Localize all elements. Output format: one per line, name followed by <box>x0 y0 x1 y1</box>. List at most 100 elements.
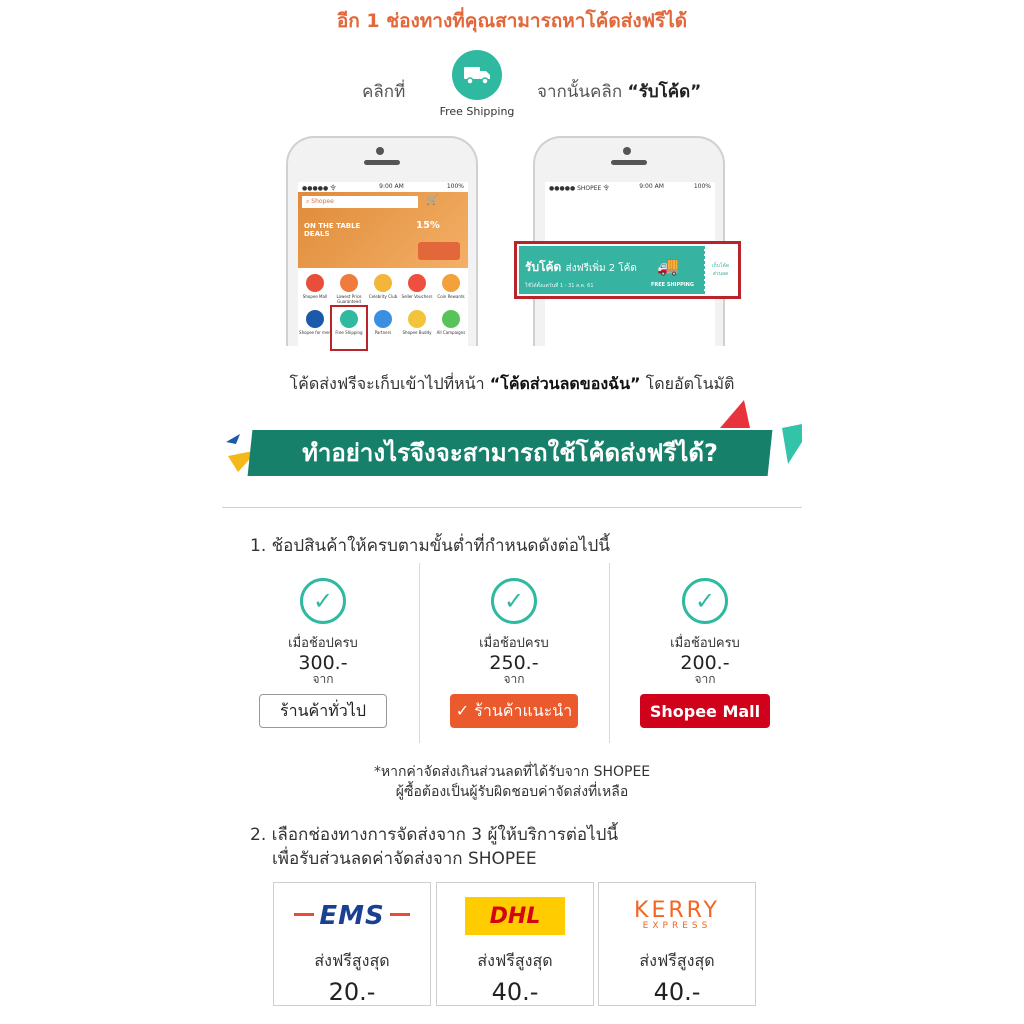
camera-icon <box>376 147 384 155</box>
tier-mall: ✓ เมื่อช้อปครบ 200.- จาก Shopee Mall <box>610 578 800 728</box>
how-to-title: ทำอย่างไรจึงจะสามารถใช้โค้ดส่งฟรีได้? <box>302 439 718 467</box>
home-banner[interactable]: ⌕ Shopee 🛒 ON THE TABLE DEALS 15% <box>298 192 468 268</box>
status-signal: ●●●●● SHOPEE 令 <box>549 185 610 192</box>
step2-title-line2: เพื่อรับส่วนลดค่าจัดส่งจาก SHOPEE <box>272 849 537 869</box>
feature-icon-2[interactable]: Celebrity Club <box>366 274 400 304</box>
claim-code-banner[interactable]: รับโค้ด ส่งฟรีเพิ่ม 2 โค้ด ใช้ได้ตั้งแต่… <box>514 241 741 299</box>
search-input[interactable]: ⌕ Shopee <box>302 196 418 208</box>
feature-label: Free Shipping <box>335 330 363 335</box>
feature-icon-8[interactable]: Shopee Buddy <box>400 310 434 335</box>
blue-triangle-icon <box>226 434 240 444</box>
ems-logo-text: EMS <box>319 901 385 931</box>
tier-amount: 200.- <box>680 652 730 674</box>
step2-title: 2. เลือกช่องทางการจัดส่งจาก 3 ผู้ให้บริก… <box>250 823 618 871</box>
click-right-prefix: จากนั้นคลิก <box>537 82 623 102</box>
feature-label: Celebrity Club <box>368 294 398 299</box>
feature-dot-icon <box>408 310 426 328</box>
status-time: 9:00 AM <box>639 183 664 190</box>
feature-icon-3[interactable]: Seller Vouchers <box>400 274 434 304</box>
carrier-value: 40.- <box>491 978 539 1006</box>
claim-code-card[interactable]: รับโค้ด ส่งฟรีเพิ่ม 2 โค้ด ใช้ได้ตั้งแต่… <box>519 246 736 294</box>
claim-code-title: รับโค้ด ส่งฟรีเพิ่ม 2 โค้ด <box>525 258 637 277</box>
ems-logo: EMS <box>274 893 430 939</box>
feature-icon-9[interactable]: All Campaigns <box>434 310 468 335</box>
click-left-text: คลิกที่ <box>362 82 406 102</box>
feature-dot-icon <box>442 310 460 328</box>
status-battery: 100% <box>693 183 711 190</box>
banner-percent: 15% <box>416 220 440 231</box>
ribbon-decorations <box>226 400 802 472</box>
feature-dot-icon <box>408 274 426 292</box>
column-divider <box>419 563 420 743</box>
check-circle-icon: ✓ <box>682 578 728 624</box>
feature-dot-icon <box>442 274 460 292</box>
feature-label: Shopee Buddy <box>402 330 432 335</box>
feature-icon-0[interactable]: Shopee Mall <box>298 274 332 304</box>
carrier-kerry: KERRY EXPRESS ส่งฟรีสูงสุด 40.- <box>598 882 756 1006</box>
collect-code-button[interactable]: เก็บโค้ด ส่วนลด <box>704 246 736 294</box>
tier-label: เมื่อช้อปครบ <box>479 636 549 651</box>
claim-title-sub: ส่งฟรีเพิ่ม 2 โค้ด <box>565 263 637 274</box>
note-line2: ผู้ซื้อต้องเป็นผู้รับผิดชอบค่าจัดส่งที่เ… <box>395 784 629 800</box>
banner-text: ON THE TABLE DEALS <box>304 222 361 238</box>
free-shipping-truck-icon <box>452 50 502 100</box>
check-circle-icon: ✓ <box>491 578 537 624</box>
red-triangle-icon <box>720 400 750 428</box>
status-bar: ●●●●● 令 9:00 AM 100% <box>298 182 468 192</box>
carrier-dhl: DHL ส่งฟรีสูงสุด 40.- <box>436 882 594 1006</box>
feature-label: Partners <box>374 330 392 335</box>
tier-recommended: ✓ เมื่อช้อปครบ 250.- จาก ✓ ร้านค้าแนะนำ <box>419 578 609 728</box>
feature-icon-5[interactable]: Shopee for men <box>298 310 332 335</box>
feature-label: Lowest Price Guaranteed <box>336 294 362 304</box>
feature-icon-6[interactable]: Free Shipping <box>332 310 366 335</box>
tier-label: เมื่อช้อปครบ <box>670 636 740 651</box>
saved-suffix: โดยอัตโนมัติ <box>645 374 735 393</box>
carrier-value: 20.- <box>328 978 376 1006</box>
feature-dot-icon <box>374 274 392 292</box>
status-battery: 100% <box>446 183 464 190</box>
feature-label: Shopee for men <box>299 330 331 335</box>
carrier-label: ส่งฟรีสูงสุด <box>477 951 553 970</box>
feature-icon-4[interactable]: Coin Rewards <box>434 274 468 304</box>
kerry-logo-text: KERRY <box>634 898 720 923</box>
phone-mockup-home: ●●●●● 令 9:00 AM 100% ⌕ Shopee 🛒 ON THE T… <box>286 136 478 346</box>
free-shipping-label: Free Shipping <box>439 105 515 118</box>
dhl-logo: DHL <box>437 893 593 939</box>
shopee-mall-tag: Shopee Mall <box>640 694 770 728</box>
status-signal: ●●●●● 令 <box>302 185 337 192</box>
click-right-text: จากนั้นคลิก “รับโค้ด” <box>537 78 701 105</box>
feature-dot-icon <box>306 310 324 328</box>
tier-from: จาก <box>312 672 334 686</box>
feature-label: Coin Rewards <box>437 294 465 299</box>
feature-label: Shopee Mall <box>302 294 328 299</box>
feature-icon-1[interactable]: Lowest Price Guaranteed <box>332 274 366 304</box>
feature-dot-icon <box>374 310 392 328</box>
feature-dot-icon <box>306 274 324 292</box>
column-divider <box>609 563 610 743</box>
recommended-shop-tag: ✓ ร้านค้าแนะนำ <box>450 694 578 728</box>
status-bar: ●●●●● SHOPEE 令 9:00 AM 100% <box>545 182 715 192</box>
carrier-label: ส่งฟรีสูงสุด <box>639 951 715 970</box>
search-placeholder: Shopee <box>311 198 334 205</box>
carrier-label: ส่งฟรีสูงสุด <box>314 951 390 970</box>
kerry-logo: KERRY EXPRESS <box>599 893 755 939</box>
tier-from: จาก <box>694 672 716 686</box>
shipping-note: *หากค่าจัดส่งเกินส่วนลดที่ได้รับจาก SHOP… <box>0 762 1024 802</box>
banner-badge <box>418 242 460 260</box>
speaker-icon <box>364 160 400 165</box>
feature-dot-icon <box>340 310 358 328</box>
saved-code-text: โค้ดส่งฟรีจะเก็บเข้าไปที่หน้า “โค้ดส่วนล… <box>0 372 1024 397</box>
click-right-emphasis: “รับโค้ด” <box>627 82 702 102</box>
tier-from: จาก <box>503 672 525 686</box>
general-shop-tag: ร้านค้าทั่วไป <box>259 694 387 728</box>
page-title: อีก 1 ช่องทางที่คุณสามารถหาโค้ดส่งฟรีได้ <box>336 10 688 32</box>
feature-label: Seller Vouchers <box>401 294 433 299</box>
teal-shape-icon <box>782 424 802 464</box>
phone-screen-home: ●●●●● 令 9:00 AM 100% ⌕ Shopee 🛒 ON THE T… <box>298 182 468 346</box>
camera-icon <box>623 147 631 155</box>
claim-code-validity: ใช้ได้ตั้งแต่วันที่ 1 - 31 ส.ค. 61 <box>525 283 594 289</box>
free-shipping-highlight <box>330 305 368 351</box>
carrier-value: 40.- <box>653 978 701 1006</box>
feature-icon-7[interactable]: Partners <box>366 310 400 335</box>
cart-icon[interactable]: 🛒 <box>426 195 439 206</box>
